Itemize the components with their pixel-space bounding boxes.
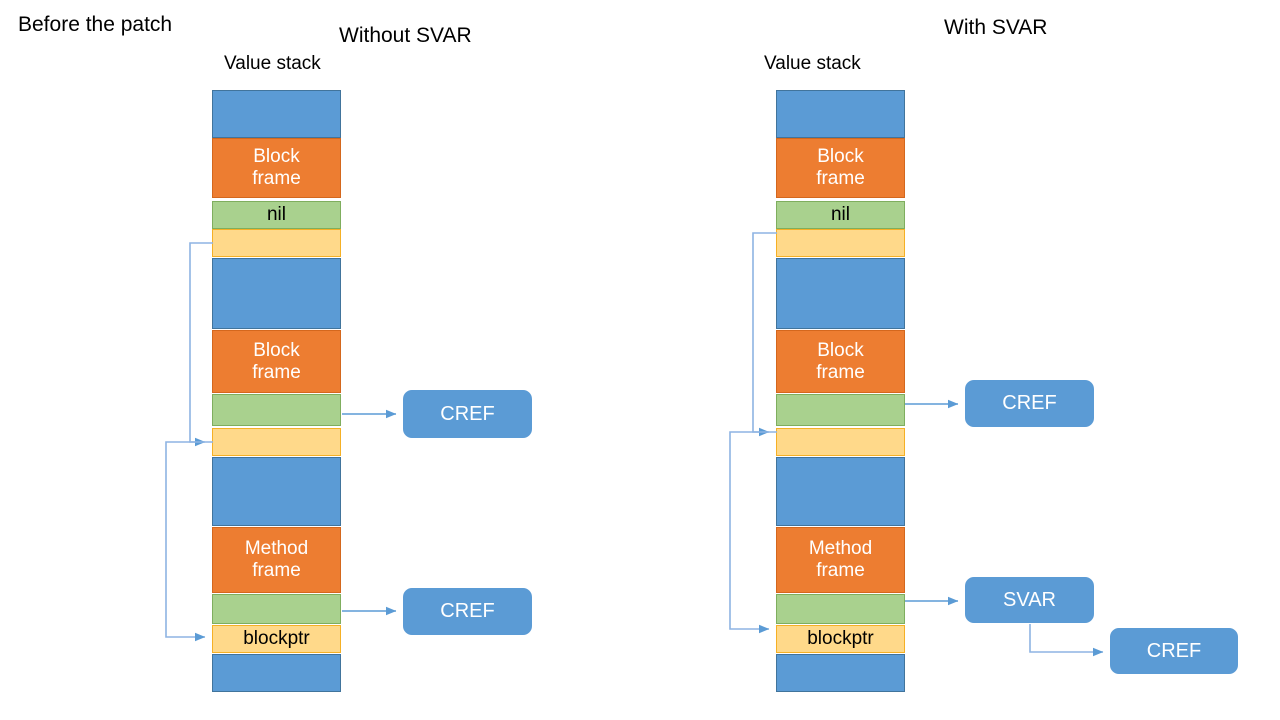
stack-band-label: Block frame (816, 339, 865, 383)
stack-band-label: Block frame (816, 146, 865, 189)
stack-band-nil: nil (212, 201, 341, 229)
stack-band-blockptr-1 (212, 229, 341, 257)
value-stack-without-svar: Block frame nil Block frame Method frame… (212, 90, 341, 692)
panel-heading-with-svar: With SVAR (944, 16, 1048, 39)
stack-band-label: blockptr (807, 628, 874, 650)
stack-band-blockptr-3: blockptr (776, 625, 905, 653)
stack-band-blue-bottom (776, 654, 905, 692)
stack-band-label: Method frame (244, 538, 309, 581)
connector-blockptr1-to-blockptr2-right (752, 232, 777, 437)
stack-band-green-2 (212, 394, 341, 426)
cref-box-lower-without-svar[interactable]: CREF (403, 588, 532, 635)
stack-band-green-2 (776, 394, 905, 426)
stack-band-blockptr-3: blockptr (212, 625, 341, 653)
stack-band-label: nil (830, 204, 850, 226)
stack-band-method-frame: Method frame (212, 527, 341, 593)
stack-band-blue-2 (212, 258, 341, 329)
stack-band-label: nil (266, 204, 286, 226)
stack-band-blockptr-2 (776, 428, 905, 456)
stack-band-blue-3 (776, 457, 905, 526)
diagram-title: Before the patch (18, 13, 173, 36)
svar-box[interactable]: SVAR (965, 577, 1094, 623)
cref-box-upper-without-svar[interactable]: CREF (403, 390, 532, 438)
connector-blockptr2-to-blockptr3-right (729, 431, 777, 634)
stack-band-blockptr-1 (776, 229, 905, 257)
stack-band-green-3 (776, 594, 905, 624)
stack-band-block-frame-1: Block frame (212, 138, 341, 198)
node-label: CREF (1146, 639, 1202, 662)
stack-band-blue-2 (776, 258, 905, 329)
stack-band-blue-3 (212, 457, 341, 526)
stack-band-label: Block frame (252, 339, 301, 383)
stack-band-nil: nil (776, 201, 905, 229)
stack-band-green-3 (212, 594, 341, 624)
node-label: CREF (1002, 392, 1057, 414)
stack-label-with-svar: Value stack (764, 53, 861, 74)
stack-band-blue-top (776, 90, 905, 138)
value-stack-with-svar: Block frame nil Block frame Method frame… (776, 90, 905, 692)
stack-band-label: Method frame (808, 538, 873, 581)
cref-box-lower-with-svar[interactable]: CREF (1110, 628, 1238, 674)
node-label: SVAR (1003, 588, 1056, 611)
stack-band-blockptr-2 (212, 428, 341, 456)
stack-band-method-frame: Method frame (776, 527, 905, 593)
stack-band-block-frame-1: Block frame (776, 138, 905, 198)
cref-box-upper-with-svar[interactable]: CREF (965, 380, 1094, 427)
stack-band-block-frame-2: Block frame (212, 330, 341, 393)
stack-band-label: Block frame (252, 146, 301, 189)
connector-svar-to-cref (1029, 624, 1104, 657)
stack-band-label: blockptr (243, 628, 310, 650)
panel-heading-without-svar: Without SVAR (339, 24, 472, 47)
stack-label-without-svar: Value stack (224, 53, 321, 74)
node-label: CREF (440, 600, 495, 622)
stack-band-blue-bottom (212, 654, 341, 692)
connector-blockptr1-to-blockptr2-left (189, 242, 213, 447)
connector-blockptr2-to-blockptr3-left (165, 441, 213, 642)
stack-band-block-frame-2: Block frame (776, 330, 905, 393)
stack-band-blue-top (212, 90, 341, 138)
node-label: CREF (440, 402, 495, 425)
